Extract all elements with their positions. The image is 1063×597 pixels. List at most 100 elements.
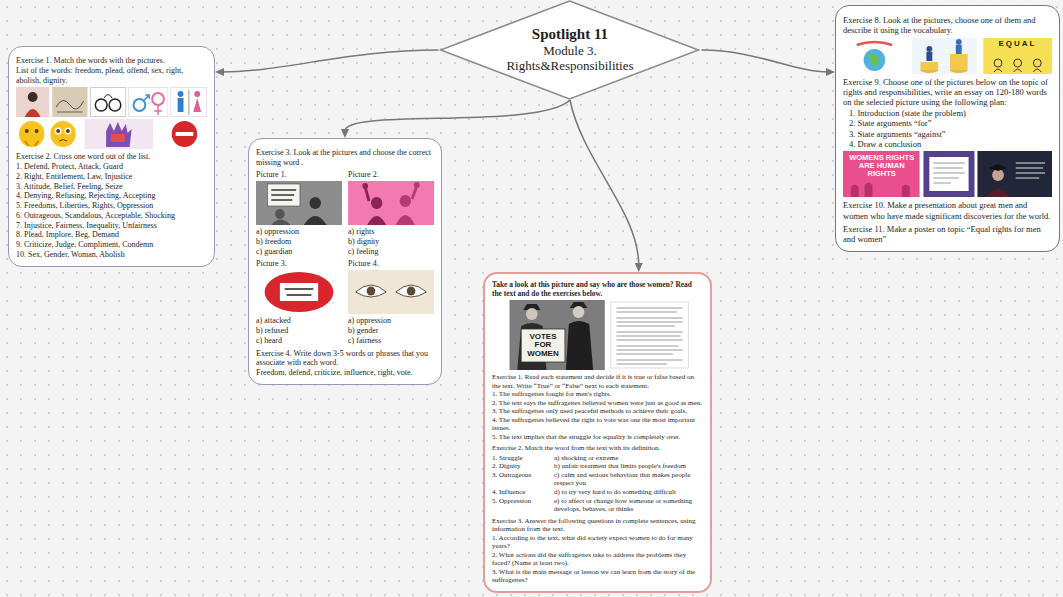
exercise-text: Picture 4. — [348, 259, 434, 269]
exercise-text: 2. State arguments “for” — [849, 118, 1052, 128]
picture-caption: WOMENS RIGHTS ARE HUMAN RIGHTS — [846, 154, 917, 178]
picture-column: Picture 2. a) rightsb) dignityc) feeling — [348, 170, 434, 257]
exercise-text: 4. Denying, Refusing, Rejecting, Accepti… — [16, 191, 207, 201]
picture-frame — [256, 181, 342, 225]
exercise-text: Exercise 8. Look at the pictures, choose… — [843, 15, 1052, 36]
arrow-head — [341, 129, 349, 138]
exercise-text: a) attacked — [256, 316, 342, 326]
decision-diamond: Spotlight 11Module 3.Rights&Responsibili… — [438, 0, 701, 100]
exercise-text: 3. What is the main message or lesson we… — [492, 568, 703, 585]
exercise-text: 8. Plead, Implore, Beg, Demand — [16, 230, 207, 240]
exercise-text: Exercise 11. Make a poster on topic “Equ… — [843, 224, 1052, 245]
arrow-head — [635, 263, 643, 272]
picture-frame: WOMENS RIGHTS ARE HUMAN RIGHTS — [843, 151, 1052, 197]
exercise-text: 1. According to the text, what did socie… — [492, 534, 703, 551]
exercise-text: c) heard — [256, 336, 342, 346]
exercise-text: 2. Dignity — [492, 462, 550, 471]
picture-frame — [16, 87, 207, 117]
exercise-text: d) to try very hard to do something diff… — [554, 488, 703, 497]
picture-frame: EQUAL — [843, 38, 1052, 74]
connector-line — [345, 100, 570, 131]
picture-strip — [16, 87, 207, 117]
exercise-text: 1. Introduction (state the problem) — [849, 108, 1052, 118]
exercise-box: Take a look at this picture and say who … — [483, 272, 712, 593]
connector-line — [702, 50, 828, 72]
exercise-text: b) gender — [348, 326, 434, 336]
exercise-text: Exercise 4. Write down 3-5 words or phra… — [256, 349, 434, 369]
exercise-text: 5. The text implies that the struggle fo… — [492, 433, 703, 442]
exercise-text: Take a look at this picture and say who … — [492, 280, 703, 298]
diamond-text: Spotlight 11 — [532, 26, 608, 43]
exercise-text: 4. The suffragettes believed the right t… — [492, 416, 703, 433]
picture-column: Picture 4. a) oppressionb) genderc) fair… — [348, 259, 434, 346]
exercise-text: 3. The suffragettes only used peaceful m… — [492, 407, 703, 416]
exercise-text: Exercise 3. Look at the pictures and cho… — [256, 148, 434, 168]
exercise-text: 9. Criticize, Judge, Compliment, Condemn — [16, 240, 207, 250]
picture-frame — [256, 270, 342, 314]
connector-arrow — [702, 50, 835, 76]
picture-frame — [348, 181, 434, 225]
exercise-text: Freedom, defend, criticize, influence, r… — [256, 368, 434, 378]
exercise-text: List of the words: freedom, plead, offen… — [16, 66, 207, 86]
exercise-text: 3. State arguments “against” — [849, 129, 1052, 139]
picture-frame: VOTES FOR WOMEN — [492, 300, 703, 370]
exercise-text: a) shocking or extreme — [554, 454, 703, 463]
exercise-text: c) fairness — [348, 336, 434, 346]
exercise-text: 2. Right, Entitlement, Law, Injustice — [16, 172, 207, 182]
diamond-shape — [441, 1, 699, 99]
exercise-text: Exercise 3. Answer the following questio… — [492, 517, 703, 534]
exercise-text: 6. Outrageous, Scandalous, Acceptable, S… — [16, 211, 207, 221]
picture-row: Picture 1. a) oppressionb) freedomc) gua… — [256, 170, 434, 257]
connector-line — [570, 100, 639, 265]
exercise-text: Exercise 10. Make a presentation about g… — [843, 200, 1052, 221]
exercise-box: Exercise 8. Look at the pictures, choose… — [835, 5, 1060, 252]
exercise-text: Exercise 1. Read each statement and deci… — [492, 373, 703, 390]
connector-arrow — [570, 100, 643, 272]
connector-line — [222, 50, 438, 72]
exercise-text: a) rights — [348, 227, 434, 237]
exercise-text: b) dignity — [348, 237, 434, 247]
exercise-text: c) feeling — [348, 247, 434, 257]
exercise-text: c) guardian — [256, 247, 342, 257]
exercise-text: 5. Freedoms, Liberties, Rights, Oppressi… — [16, 201, 207, 211]
exercise-text: 1. Struggle — [492, 454, 550, 463]
exercise-text: b) freedom — [256, 237, 342, 247]
match-table: 1. Struggle a) shocking or extreme 2. Dign… — [492, 454, 703, 514]
protest-photo — [256, 181, 342, 225]
exercise-text: Exercise 9. Choose one of the pictures b… — [843, 77, 1052, 108]
picture-column: Picture 3. a) attackedb) refusedc) heard — [256, 259, 342, 346]
exercise-box: Exercise 3. Look at the pictures and cho… — [248, 138, 442, 385]
exercise-text: 7. Injustice, Fairness, Inequality, Unfa… — [16, 221, 207, 231]
exercise-text: 2. What actions did the suffragettes tak… — [492, 551, 703, 568]
exercise-text: Exercise 2. Match the word from the text… — [492, 444, 703, 453]
picture-column: Picture 1. a) oppressionb) freedomc) gua… — [256, 170, 342, 257]
exercise-text: Exercise 1. Match the words with the pic… — [16, 56, 207, 66]
exercise-text: a) oppression — [348, 316, 434, 326]
exercise-text: Exercise 2. Cross one word out of the li… — [16, 152, 207, 162]
diamond-text: Rights&Responsibilities — [506, 59, 633, 74]
arrow-head — [215, 68, 224, 76]
exercise-text: 3. Attitude, Belief, Feeling, Seize — [16, 182, 207, 192]
exercise-text: 4. Draw a conclusion — [849, 139, 1052, 149]
picture-row: Picture 3. a) attackedb) refusedc) heard… — [256, 259, 434, 346]
mouth-sign-picture — [256, 270, 342, 314]
exercise-text: 2. The text says the suffragettes believ… — [492, 399, 703, 408]
women-photo — [348, 181, 434, 225]
connector-arrow — [341, 100, 570, 138]
picture-frame — [348, 270, 434, 314]
suffragettes-photo — [492, 300, 703, 370]
exercise-text: Picture 2. — [348, 170, 434, 180]
exercise-text: Picture 1. — [256, 170, 342, 180]
exercise-text: 10. Sex, Gender, Woman, Abolish — [16, 250, 207, 260]
exercise-text: c) calm and serious behaviour that makes… — [554, 471, 703, 488]
exercise-box: Exercise 1. Match the words with the pic… — [8, 46, 215, 267]
exercise-text: b) unfair treatment that limits people's… — [554, 462, 703, 471]
arrow-head — [826, 68, 835, 76]
exercise-text: 5. Oppression — [492, 497, 550, 514]
exercise-text: 3. Outrageous — [492, 471, 550, 488]
exercise-text: 1. Defend, Protect, Attack, Guard — [16, 162, 207, 172]
exercise-text: b) refused — [256, 326, 342, 336]
exercise-text: 4. Influence — [492, 488, 550, 497]
connector-arrow — [215, 50, 438, 76]
